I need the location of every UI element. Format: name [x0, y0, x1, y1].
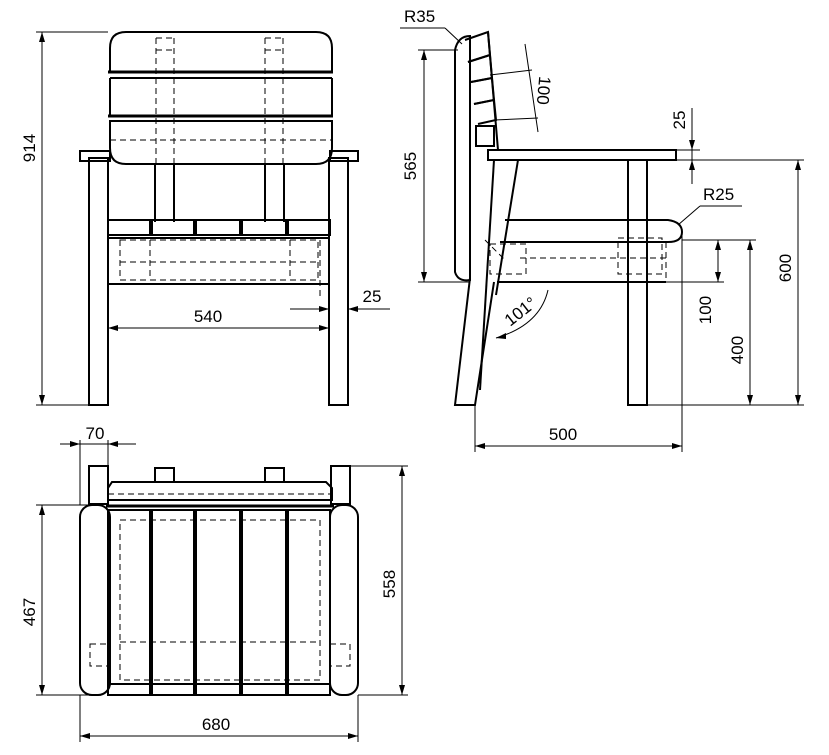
- dim-side-seat-height: 400: [728, 336, 747, 364]
- dim-side-seat-radius: R25: [703, 185, 734, 204]
- top-right-arm: [329, 504, 359, 696]
- dim-side-back-radius: R35: [404, 7, 435, 26]
- dim-side-back-angle: 101°: [501, 293, 540, 330]
- front-view: 914 540 25: [20, 31, 390, 406]
- side-back-cushion: [454, 34, 471, 282]
- side-armrest: [487, 149, 677, 161]
- dim-side-apron: 100: [696, 296, 715, 324]
- side-view: 101° R35 100 25 565 R25 600: [400, 7, 804, 452]
- dim-top-overall-depth: 558: [380, 570, 399, 598]
- front-seat-front-rail: [109, 120, 333, 165]
- dim-side-seat-thickness: 25: [670, 111, 689, 130]
- front-back-top-slat: [109, 31, 333, 72]
- dim-front-height: 914: [20, 134, 39, 162]
- top-left-arm: [79, 504, 111, 696]
- dim-front-leg-thickness: 25: [363, 287, 382, 306]
- front-right-leg: [328, 157, 349, 406]
- dim-top-overall-width: 680: [202, 715, 230, 734]
- front-left-arm-cap: [79, 150, 111, 162]
- dim-side-back-slat: 100: [533, 76, 554, 106]
- side-rear-leg: [453, 277, 495, 406]
- side-seat: [500, 219, 684, 243]
- dim-top-seat-depth: 467: [20, 598, 39, 626]
- dim-front-inner-width: 540: [194, 307, 222, 326]
- dim-side-back-height: 565: [401, 152, 420, 180]
- dim-top-leg-width: 70: [86, 424, 105, 443]
- dim-side-overall-height: 600: [776, 254, 795, 282]
- top-view: 70 467 558 680: [20, 424, 408, 742]
- dim-side-depth: 500: [549, 425, 577, 444]
- front-right-arm-cap: [329, 150, 359, 162]
- front-left-leg: [88, 157, 109, 406]
